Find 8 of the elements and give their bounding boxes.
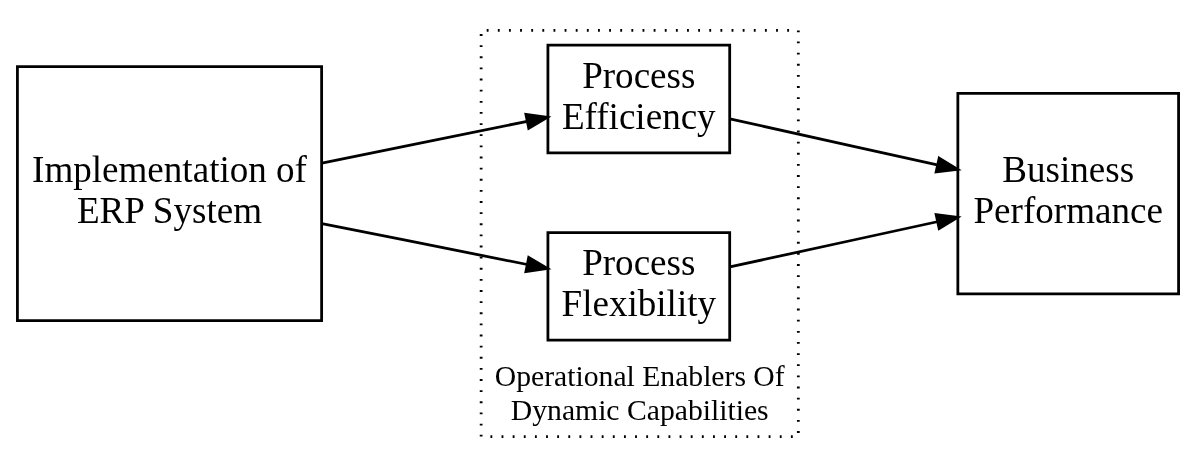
arrow bbox=[321, 112, 551, 165]
node-box: Business Performance bbox=[955, 92, 1180, 296]
arrow bbox=[729, 213, 962, 269]
node-box: Implementation of ERP System bbox=[15, 65, 323, 323]
arrow bbox=[729, 117, 962, 174]
node-box: Process Efficiency bbox=[546, 43, 731, 155]
node-box: Process Flexibility bbox=[546, 231, 731, 342]
arrow bbox=[321, 222, 551, 274]
